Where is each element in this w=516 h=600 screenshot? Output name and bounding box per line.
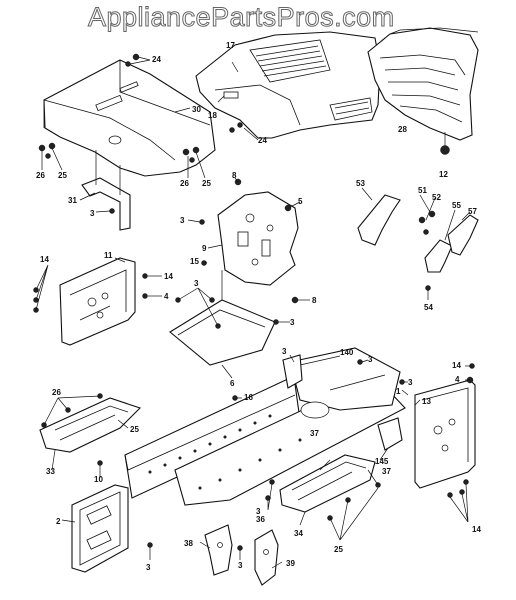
callout-55: 55 [452,201,461,210]
bracket-53-part[interactable] [357,194,401,246]
callout-52: 52 [432,193,441,202]
support-plate-part[interactable] [169,270,276,379]
bracket-55-part[interactable] [424,239,453,273]
callout-39: 39 [286,559,295,568]
callout-4: 4 [164,292,169,301]
bracket-39-part[interactable] [254,529,279,586]
callout-51: 51 [418,186,427,195]
callout-25: 25 [130,425,139,434]
callout-3: 3 [256,507,261,516]
callout-145: 145 [375,457,389,466]
bracket-140-part[interactable] [282,354,303,389]
callout-24: 24 [152,55,161,64]
callout-1: 1 [396,387,401,396]
frame-rails-part[interactable] [124,347,406,506]
callout-12: 12 [439,170,448,179]
left-side-panel-part[interactable] [59,257,136,346]
callout-26: 26 [36,171,45,180]
callout-10: 10 [94,475,103,484]
callout-53: 53 [356,179,365,188]
callout-16: 16 [244,393,253,402]
callout-3: 3 [282,347,287,356]
callout-6: 6 [230,379,235,388]
callout-36: 36 [256,515,265,524]
callout-5: 5 [298,197,303,206]
callout-34: 34 [294,529,303,538]
callout-8: 8 [312,296,317,305]
bracket-57-part[interactable] [447,214,479,256]
callout-9: 9 [202,244,207,253]
callout-30: 30 [192,105,201,114]
bracket-38-part[interactable] [204,524,233,576]
callout-54: 54 [424,303,433,312]
callout-15: 15 [190,257,199,266]
callout-24: 24 [258,136,267,145]
callout-25: 25 [334,545,343,554]
callout-3: 3 [368,355,373,364]
callout-14: 14 [40,255,49,264]
steering-support-part[interactable] [217,191,299,286]
callout-3: 3 [408,378,413,387]
callout-37: 37 [382,467,391,476]
callout-28: 28 [398,125,407,134]
callout-14: 14 [164,272,173,281]
callout-3: 3 [238,561,243,570]
callout-labels: 17 24 30 18 24 28 12 26 25 26 25 8 5 31 … [36,41,481,572]
callout-2: 2 [56,517,61,526]
callout-3: 3 [180,216,185,225]
front-bumper-part[interactable] [71,484,129,573]
mounting-bracket-part[interactable] [81,150,131,231]
callout-26: 26 [52,388,61,397]
dashboard-panel-part[interactable] [43,59,216,177]
callout-14: 14 [472,525,481,534]
callout-14: 14 [452,361,461,370]
right-footrest-part[interactable] [279,454,376,513]
callout-3: 3 [146,563,151,572]
callout-13: 13 [422,397,431,406]
callout-17: 17 [226,41,235,50]
callout-18: 18 [208,111,217,120]
left-footrest-part[interactable] [39,397,142,453]
front-grille-part[interactable] [367,27,479,141]
callout-26: 26 [180,179,189,188]
bracket-145-part[interactable] [377,417,403,451]
callout-38: 38 [184,539,193,548]
callout-57: 57 [468,207,477,216]
callout-3: 3 [194,279,199,288]
callout-8: 8 [232,171,237,180]
callout-25: 25 [58,171,67,180]
watermark-text: AppliancePartsPros.com [88,2,395,33]
callout-25: 25 [202,179,211,188]
callout-11: 11 [104,251,113,260]
callout-31: 31 [68,196,77,205]
callout-37: 37 [310,429,319,438]
callout-140: 140 [340,348,354,357]
callout-3: 3 [290,318,295,327]
callout-3: 3 [90,209,95,218]
callout-33: 33 [46,467,55,476]
leader-lines [35,56,472,569]
callout-4: 4 [455,375,460,384]
hood-part[interactable] [195,31,381,139]
